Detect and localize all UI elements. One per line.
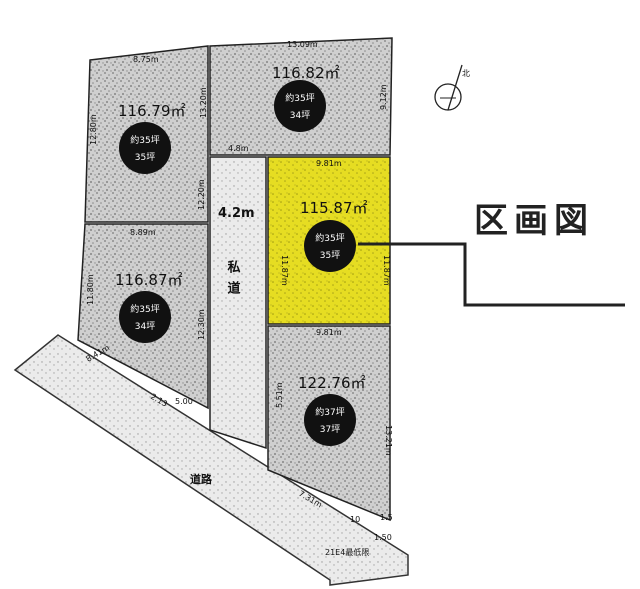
- svg-text:約35坪: 約35坪: [130, 134, 159, 146]
- dim-side-b: 13.20m: [199, 87, 208, 118]
- dim-side-l: 1.50: [374, 533, 392, 542]
- lot-upper-right-badge: 約35坪 34坪: [274, 80, 326, 132]
- dim-side-e: 11.87m: [280, 255, 289, 286]
- dim-side-j: 5.51m: [275, 382, 284, 408]
- dim-road-right-b: 10: [350, 515, 360, 524]
- svg-text:35坪: 35坪: [135, 152, 155, 163]
- lot-upper-left-badge: 約35坪 35坪: [119, 122, 171, 174]
- svg-text:約35坪: 約35坪: [315, 232, 344, 244]
- dim-top-left: 8.75m: [133, 55, 159, 64]
- dim-side-k: 1.5: [380, 513, 393, 522]
- dim-side-a: 12.80m: [89, 114, 98, 145]
- svg-text:34坪: 34坪: [135, 321, 155, 332]
- lot-lower-right-badge: 約37坪 37坪: [304, 394, 356, 446]
- lot-middle-right-area: 115.87㎡: [300, 199, 368, 217]
- dim-driveway-top: 4.8m: [228, 144, 249, 153]
- dim-side-g: 12.30m: [197, 309, 206, 340]
- svg-text:約35坪: 約35坪: [285, 92, 314, 104]
- north-arrow-icon: 北: [434, 64, 470, 111]
- title-background: [472, 190, 628, 242]
- page-title: 区画図: [474, 201, 594, 241]
- road-label: 道路: [190, 472, 213, 486]
- dim-side-c: 12.20m: [197, 179, 206, 210]
- bottom-label: 21E4最低限: [325, 547, 369, 557]
- lot-lower-left-area: 116.87㎡: [115, 271, 183, 289]
- lot-upper-left-area: 116.79㎡: [118, 102, 186, 120]
- dim-mid-right-top: 9.81m: [316, 159, 342, 168]
- lot-middle-right-badge: 約35坪 35坪: [304, 220, 356, 272]
- dim-side-h: 13.21m: [384, 425, 393, 456]
- lot-upper-right-area: 116.82㎡: [272, 64, 340, 82]
- svg-text:34坪: 34坪: [290, 110, 310, 121]
- svg-text:37坪: 37坪: [320, 424, 340, 435]
- driveway-label: 私道: [225, 259, 241, 302]
- dim-mid-left-top: 8.89m: [130, 228, 156, 237]
- dim-top-right: 13.09m: [287, 40, 318, 49]
- dim-side-f: 11.87m: [382, 255, 391, 286]
- leader-line: [358, 242, 625, 307]
- driveway-width: 4.2m: [218, 206, 255, 221]
- dim-mid-right-bottom: 9.81m: [316, 328, 342, 337]
- lot-lower-right-area: 122.76㎡: [298, 374, 366, 392]
- svg-text:約37坪: 約37坪: [315, 406, 344, 418]
- svg-text:35坪: 35坪: [320, 250, 340, 261]
- dim-side-i: 9.12m: [379, 84, 388, 110]
- dim-road-mid-b: 5.00: [175, 397, 193, 406]
- svg-text:約35坪: 約35坪: [130, 303, 159, 315]
- lot-lower-left-badge: 約35坪 34坪: [119, 291, 171, 343]
- driveway: [209, 156, 267, 450]
- dim-side-d: 11.80m: [86, 274, 95, 305]
- road: [13, 334, 409, 586]
- svg-text:北: 北: [462, 69, 470, 78]
